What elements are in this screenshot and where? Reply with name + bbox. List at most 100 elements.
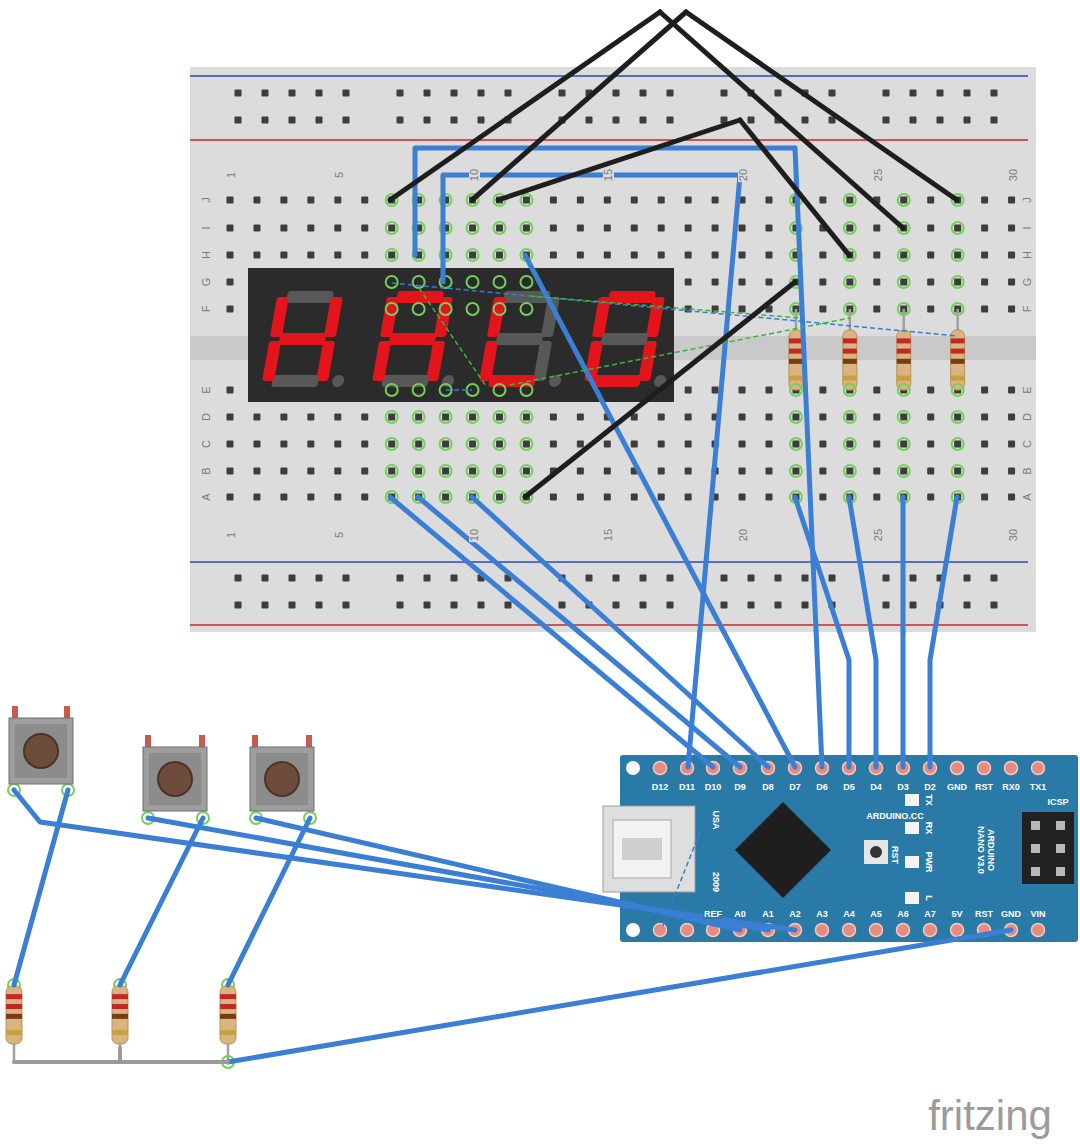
breadboard-hole (1008, 197, 1015, 204)
pin-label: A4 (842, 910, 856, 919)
display-segment (593, 375, 641, 387)
label-anchor: D6 (815, 776, 829, 794)
pushbutton-symbol (306, 735, 312, 747)
jumper-wire (795, 497, 840, 632)
breadboard-hole (280, 441, 287, 448)
jumper-wire (901, 632, 906, 755)
connection-highlight (844, 438, 856, 450)
jumper-wire (256, 818, 740, 930)
breadboard-hole (227, 494, 234, 501)
display-segment (324, 297, 343, 337)
label-anchor: J (1017, 196, 1035, 204)
breadboard-hole (873, 387, 880, 394)
connection-highlight (494, 491, 506, 503)
breadboard-hole (577, 468, 584, 475)
resistor-body (220, 986, 236, 1044)
breadboard-hole (604, 225, 611, 232)
connection-highlight (386, 222, 398, 234)
label-anchor: B (1017, 466, 1035, 475)
resistor-band (897, 376, 911, 381)
breadboard-hole (280, 414, 287, 421)
jumper-wire (755, 755, 768, 767)
breadboard-hole (343, 602, 350, 609)
breadboard-hole (766, 279, 773, 286)
pin-label: L (924, 894, 933, 902)
label-anchor: 2009 (709, 871, 727, 893)
pin-label: D4 (869, 783, 883, 792)
label-anchor: 20 (733, 168, 751, 182)
resistor-symbol (6, 978, 236, 1062)
breadboard-hole (766, 468, 773, 475)
arduino-nano-board (1031, 844, 1040, 853)
breadboard-hole (334, 252, 341, 259)
pin-label: REF (703, 910, 723, 919)
pushbutton-symbol (199, 735, 205, 747)
label-anchor: USA (709, 809, 727, 830)
breadboard-hole (334, 468, 341, 475)
breadboard-hole (586, 117, 593, 124)
breadboard-label: I (1022, 225, 1033, 230)
connection-highlight (790, 411, 802, 423)
breadboard-hole (739, 225, 746, 232)
breadboard-hole (289, 575, 296, 582)
resistor-band (951, 349, 965, 354)
breadboard-hole (748, 575, 755, 582)
breadboard-hole (819, 387, 826, 394)
breadboard-hole (559, 602, 566, 609)
jumper-wire (228, 818, 310, 985)
resistor-band (220, 1030, 236, 1035)
breadboard-hole (954, 468, 961, 475)
breadboard-hole (307, 414, 314, 421)
breadboard-hole (685, 225, 692, 232)
breadboard-hole (424, 117, 431, 124)
connection-highlight (413, 438, 425, 450)
breadboard-hole (685, 252, 692, 259)
connection-highlight (844, 222, 856, 234)
pin-label: A3 (815, 910, 829, 919)
pin-label: D11 (678, 783, 696, 792)
display-segment (638, 341, 657, 381)
breadboard-label: 10 (469, 528, 480, 542)
breadboard-hole (523, 468, 530, 475)
connection-highlight (386, 276, 398, 288)
ratsnest-line (530, 296, 800, 318)
connection-highlight (440, 491, 452, 503)
breadboard-hole (280, 494, 287, 501)
breadboard-hole (343, 117, 350, 124)
label-anchor: G (1017, 277, 1035, 288)
breadboard-hole (604, 494, 611, 501)
jumper-wire (148, 818, 768, 930)
breadboard-hole (397, 90, 404, 97)
breadboard-hole (739, 441, 746, 448)
breadboard-label: F (1022, 305, 1033, 314)
display-segment (271, 375, 319, 387)
breadboard-hole (1008, 468, 1015, 475)
breadboard-body (190, 67, 1036, 632)
breadboard-hole (253, 441, 260, 448)
breadboard-hole (388, 225, 395, 232)
display-segment (286, 291, 334, 303)
resistor-band (6, 1014, 22, 1019)
connection-highlight (413, 384, 425, 396)
breadboard-hole (721, 575, 728, 582)
breadboard-hole (792, 441, 799, 448)
pin-label: 2009 (711, 871, 720, 893)
breadboard-hole (496, 468, 503, 475)
breadboard-hole (478, 602, 485, 609)
label-anchor: 25 (868, 528, 886, 542)
breadboard-hole (550, 494, 557, 501)
resistor-body (843, 330, 857, 390)
pin-pad (1005, 762, 1018, 775)
breadboard-hole (227, 197, 234, 204)
pin-label: GND (946, 783, 968, 792)
breadboard-hole (550, 414, 557, 421)
connection-highlight (790, 438, 802, 450)
resistor-body (112, 986, 128, 1044)
breadboard-hole (604, 197, 611, 204)
jumper-wire (740, 120, 849, 255)
breadboard-hole (550, 252, 557, 259)
breadboard-hole (964, 602, 971, 609)
connection-highlight (898, 194, 910, 206)
pin-pad (654, 924, 667, 937)
